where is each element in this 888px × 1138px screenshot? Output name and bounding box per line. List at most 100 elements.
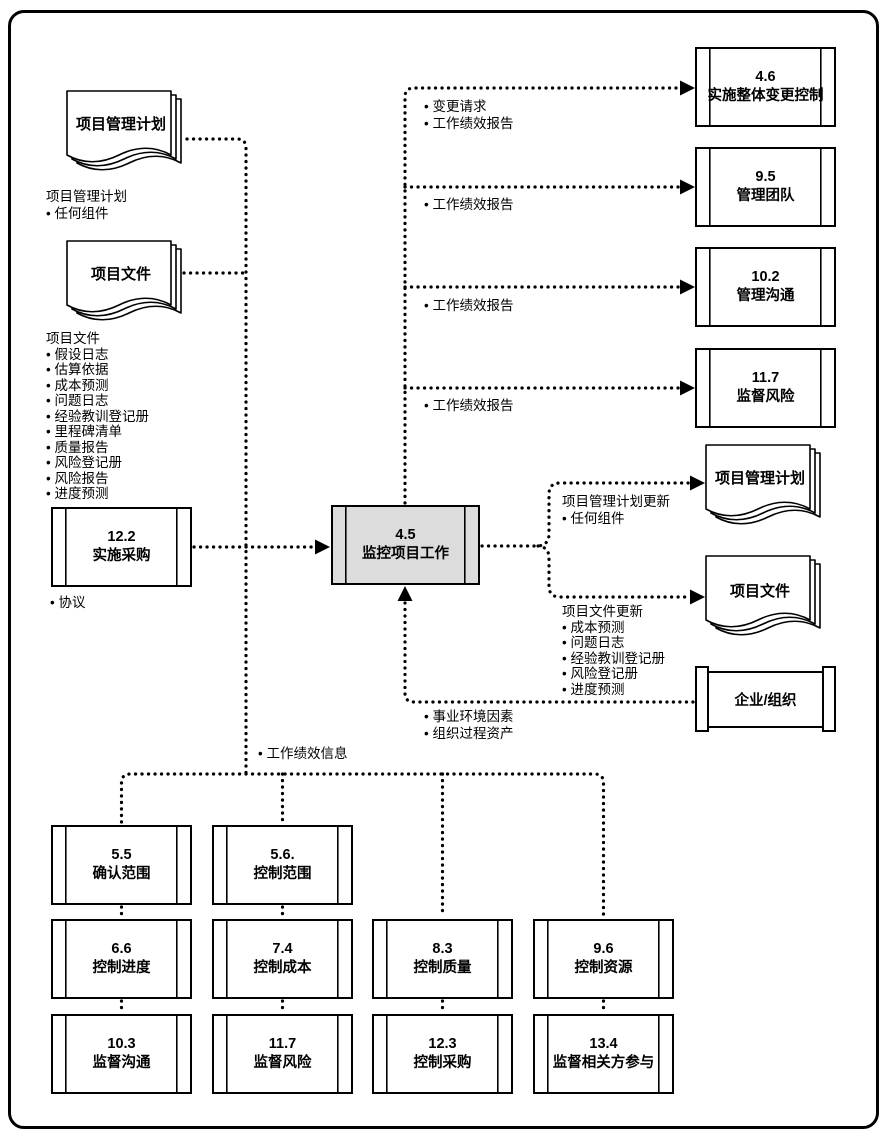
process-box-12-2: 12.2 实施采购 <box>51 507 192 587</box>
arrowhead-into-102 <box>680 279 695 295</box>
note-line: • 问题日志 <box>562 635 625 650</box>
note-line: • 里程碑清单 <box>46 424 122 439</box>
doc-title-proj-docs-right: 项目文件 <box>729 583 790 600</box>
process-box-9-5: 9.5 管理团队 <box>695 147 836 227</box>
process-box-11-7-top: 11.7 监督风险 <box>695 348 836 428</box>
eef-side-bar <box>695 666 709 732</box>
process-box-10-2: 10.2 管理沟通 <box>695 247 836 327</box>
process-box-9-6: 9.6 控制资源 <box>533 919 674 999</box>
process-name: 实施整体变更控制 <box>707 88 824 104</box>
note-line: • 问题日志 <box>46 393 109 408</box>
note-line: • 进度预测 <box>562 681 625 697</box>
arrowhead-into-95 <box>680 179 695 195</box>
note-line: • 组织过程资产 <box>424 726 514 741</box>
note-pm-plan-input: 项目管理计划 • 任何组件 <box>46 188 127 222</box>
note-work-performance-info: • 工作绩效信息 <box>258 746 348 761</box>
note-line: 项目管理计划更新 <box>562 494 670 509</box>
note-line: • 质量报告 <box>46 439 109 455</box>
eef-box: 企业/组织 <box>695 671 836 728</box>
note-line: • 任何组件 <box>562 510 625 526</box>
process-number: 8.3 <box>432 941 453 957</box>
note-to-4-6: • 变更请求 • 工作绩效报告 <box>424 99 513 132</box>
process-box-6-6: 6.6 控制进度 <box>51 919 192 999</box>
note-line: 项目文件更新 <box>562 604 643 619</box>
process-number: 9.5 <box>755 169 776 185</box>
process-box-8-3: 8.3 控制质量 <box>372 919 513 999</box>
process-box-12-3: 12.3 控制采购 <box>372 1014 513 1094</box>
process-box-11-7-bottom: 11.7 监督风险 <box>212 1014 353 1094</box>
process-number: 6.6 <box>111 941 132 957</box>
note-line: • 风险登记册 <box>562 666 638 681</box>
note-agreement: • 协议 <box>50 595 86 610</box>
process-number: 7.4 <box>272 941 293 957</box>
note-line: • 成本预测 <box>46 377 109 393</box>
process-box-7-4: 7.4 控制成本 <box>212 919 353 999</box>
arrowhead-into-117 <box>680 380 695 396</box>
process-number: 4.6 <box>755 69 776 85</box>
document-icon <box>66 240 182 321</box>
process-number: 5.6. <box>270 847 295 863</box>
process-number: 13.4 <box>589 1036 618 1052</box>
process-name: 控制质量 <box>413 960 472 976</box>
process-box-10-3: 10.3 监督沟通 <box>51 1014 192 1094</box>
note-line: • 事业环境因素 <box>424 709 514 724</box>
arrowhead-into-46 <box>680 80 695 96</box>
process-number: 5.5 <box>111 847 132 863</box>
connector-updates-split-down <box>536 544 692 599</box>
note-line: • 工作绩效报告 <box>424 115 514 131</box>
note-line: • 经验教训登记册 <box>562 650 665 666</box>
process-name: 控制成本 <box>253 960 312 976</box>
process-box-13-4: 13.4 监督相关方参与 <box>533 1014 674 1094</box>
doc-title-proj-docs-left: 项目文件 <box>90 266 151 283</box>
connector-output-riser <box>403 86 682 505</box>
process-name: 控制进度 <box>92 960 151 976</box>
note-line: • 成本预测 <box>562 619 625 635</box>
process-number: 12.3 <box>428 1036 457 1052</box>
process-name: 监督沟通 <box>92 1055 151 1071</box>
note-line: • 变更请求 <box>424 99 487 114</box>
process-box-5-6: 5.6. 控制范围 <box>212 825 353 905</box>
note-proj-docs-input: 项目文件 • 假设日志 • 估算依据 • 成本预测 • 问题日志 • 经验教训登… <box>46 331 149 502</box>
note-line: • 任何组件 <box>46 206 109 221</box>
process-name: 确认范围 <box>92 866 151 882</box>
process-name: 监督风险 <box>736 389 795 405</box>
document-icon <box>66 90 182 171</box>
process-name: 控制资源 <box>574 960 633 976</box>
document-icon <box>705 444 821 525</box>
process-number: 10.3 <box>107 1036 136 1052</box>
note-to-10-2: • 工作绩效报告 <box>424 298 514 313</box>
process-number: 11.7 <box>268 1036 297 1052</box>
note-line: 项目管理计划 <box>46 189 127 204</box>
process-name: 控制范围 <box>253 866 312 882</box>
process-name: 监控项目工作 <box>362 546 449 562</box>
process-name: 管理沟通 <box>736 288 795 304</box>
note-line: • 估算依据 <box>46 362 109 377</box>
process-name: 监督相关方参与 <box>552 1055 655 1071</box>
process-name: 控制采购 <box>413 1055 472 1071</box>
process-name: 监督风险 <box>253 1055 312 1071</box>
diagram-border <box>8 10 879 1129</box>
process-name: 实施采购 <box>92 548 151 564</box>
doc-title-pm-plan-right: 项目管理计划 <box>714 470 805 487</box>
note-eef-input: • 事业环境因素 • 组织过程资产 <box>424 708 513 742</box>
process-number: 4.5 <box>395 527 416 543</box>
arrowhead-into-proj-docs-doc <box>690 589 705 605</box>
process-number: 9.6 <box>593 941 614 957</box>
doc-title-pm-plan-left: 项目管理计划 <box>75 116 166 133</box>
note-to-9-5: • 工作绩效报告 <box>424 197 514 212</box>
note-line: • 风险登记册 <box>46 455 122 470</box>
connector-wpi-bus <box>119 772 606 919</box>
connector-pm-plan-input <box>185 137 248 776</box>
process-box-4-6: 4.6 实施整体变更控制 <box>695 47 836 127</box>
connector-eef-input <box>403 600 695 704</box>
note-line: • 假设日志 <box>46 346 109 362</box>
note-pm-plan-updates: 项目管理计划更新 • 任何组件 <box>562 494 670 527</box>
process-number: 12.2 <box>107 529 136 545</box>
document-icon <box>705 555 821 636</box>
eef-side-bar <box>822 666 836 732</box>
process-number: 11.7 <box>751 370 780 386</box>
process-name: 管理团队 <box>736 188 795 204</box>
arrowhead-into-pm-plan-doc <box>690 475 705 491</box>
